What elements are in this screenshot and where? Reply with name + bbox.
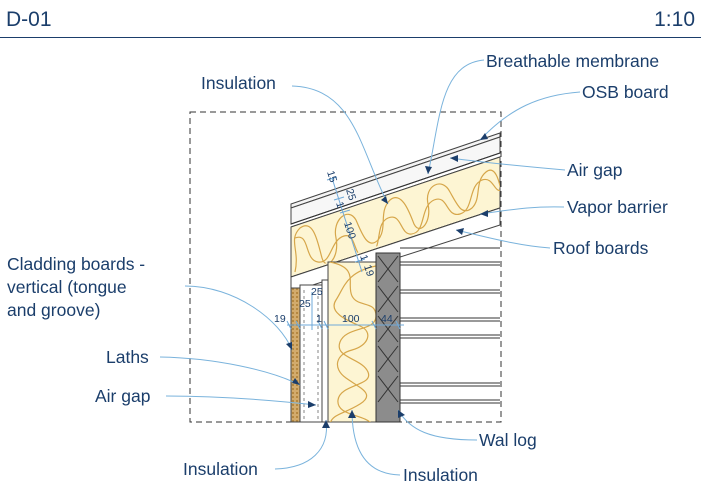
label-roof-boards: Roof boards — [553, 238, 649, 258]
detail-frame — [189, 111, 502, 423]
label-breathable-membrane: Breathable membrane — [486, 51, 659, 71]
wall-insulation-pattern — [329, 262, 376, 422]
label-osb-board: OSB board — [582, 82, 669, 102]
roof-dim-1b: 1 — [357, 253, 370, 262]
wall-dimension-chain: 25 25 19 1 100 44 — [274, 286, 404, 330]
wall-dim-25-b: 25 — [311, 286, 323, 298]
air-gap-line — [290, 152, 501, 225]
roof-dim-19: 19 — [361, 263, 376, 278]
leader-vapor-barrier — [479, 206, 565, 215]
wall-membrane — [321, 279, 329, 423]
drawing-header: D-01 1:10 — [0, 0, 701, 40]
drawing-scale: 1:10 — [654, 8, 695, 31]
leader-cladding — [184, 285, 293, 351]
label-cladding-line2: vertical (tongue — [7, 277, 127, 297]
label-insulation-roof: Insulation — [201, 73, 276, 93]
wall-dim-1: 1 — [316, 313, 322, 325]
callout-labels: Insulation Breathable membrane OSB board… — [7, 51, 669, 485]
leader-insulation-roof — [291, 85, 389, 205]
label-cladding-line3: and groove) — [7, 300, 100, 320]
wall-dim-19: 19 — [274, 313, 286, 325]
leader-roof-boards — [455, 229, 551, 249]
roof-insulation-pattern — [293, 169, 500, 273]
wall-insulation — [327, 261, 377, 423]
interior-boards — [400, 247, 500, 404]
roof-dim-1a: 1 — [333, 200, 346, 209]
label-vapor-barrier: Vapor barrier — [567, 197, 668, 217]
leader-insulation-bottom-left — [274, 419, 327, 470]
label-insulation-bottom-left: Insulation — [183, 459, 258, 479]
roof-dim-line — [331, 177, 363, 273]
leader-insulation-bottom-mid — [351, 409, 401, 476]
roof-dim-100: 100 — [341, 220, 358, 241]
wall-dim-44: 44 — [381, 313, 393, 325]
leader-arrowheads — [286, 133, 488, 428]
label-air-gap-roof: Air gap — [567, 160, 622, 180]
wall-assembly — [290, 247, 500, 423]
wall-log — [375, 252, 401, 423]
roof-dimension-chain: 15 25 1 100 1 19 — [324, 169, 376, 278]
drawing-code: D-01 — [6, 8, 52, 31]
label-insulation-bottom-mid: Insulation — [403, 465, 478, 485]
label-cladding-line1: Cladding boards - — [7, 254, 145, 274]
header-rule — [0, 37, 701, 38]
leader-air-gap-wall — [165, 395, 317, 406]
leader-osb-board — [479, 91, 581, 141]
leader-breathable-membrane — [427, 59, 485, 175]
label-laths: Laths — [106, 347, 149, 367]
wall-dim-100: 100 — [342, 313, 360, 325]
label-air-gap-wall: Air gap — [95, 386, 150, 406]
leader-air-gap-roof — [449, 157, 566, 171]
roof-dim-25: 25 — [343, 187, 358, 202]
wall-dim-25: 25 — [299, 298, 311, 310]
leader-wall-log — [397, 409, 478, 441]
roof-dim-15: 15 — [324, 169, 339, 184]
leader-laths — [159, 356, 301, 386]
wall-log-hatch — [377, 255, 399, 403]
label-wall-log: Wal log — [479, 430, 537, 450]
